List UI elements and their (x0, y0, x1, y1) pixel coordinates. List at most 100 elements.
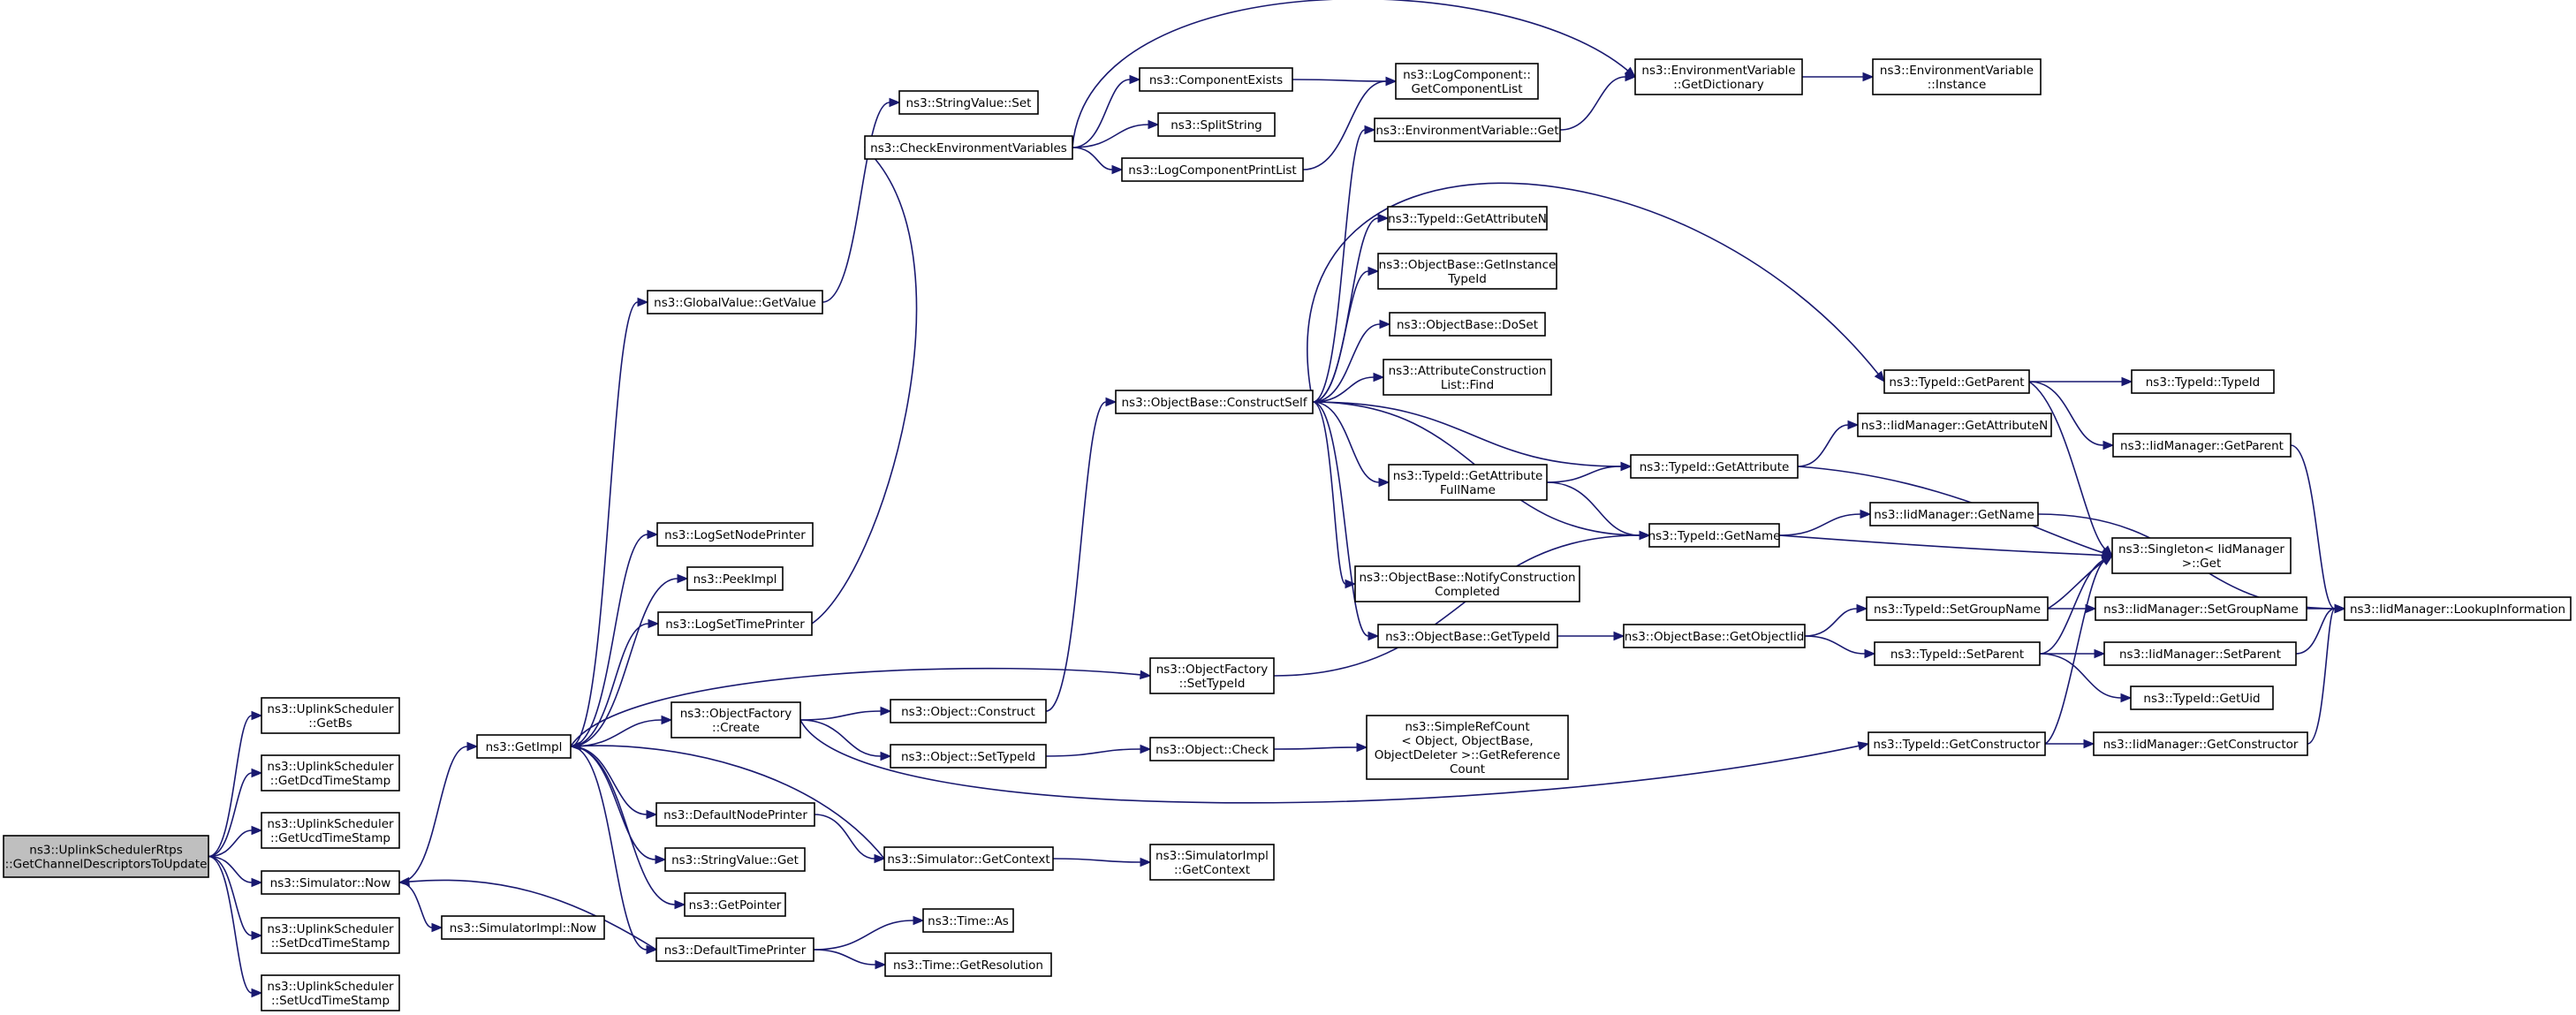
node-strvalget[interactable]: ns3::StringValue::Get (664, 847, 806, 872)
node-label: ns3::EnvironmentVariable (1880, 64, 2034, 78)
node-simimplctx[interactable]: ns3::SimulatorImpl::GetContext (1149, 844, 1275, 881)
node-obdoset[interactable]: ns3::ObjectBase::DoSet (1389, 312, 1546, 337)
node-iidlookup[interactable]: ns3::IidManager::LookupInformation (2344, 596, 2572, 621)
node-box (2344, 596, 2572, 621)
node-peekimpl[interactable]: ns3::PeekImpl (686, 566, 784, 591)
edge-root-to-getbs (208, 715, 253, 858)
node-logcompprint[interactable]: ns3::LogComponentPrintList (1121, 157, 1304, 182)
arrowhead-root-to-simnow (251, 877, 263, 888)
edge-getimpl-to-globalget (570, 301, 639, 747)
node-getpointer[interactable]: ns3::GetPointer (684, 892, 786, 917)
node-ofsettypeid[interactable]: ns3::ObjectFactory::SetTypeId (1149, 657, 1275, 694)
edge-deftimeprinter-to-timegetres (813, 949, 876, 966)
node-tidgetparent[interactable]: ns3::TypeId::GetParent (1883, 369, 2030, 394)
edge-objsettypeid-to-objcheck (1045, 748, 1141, 757)
node-iidgetattrn[interactable]: ns3::IidManager::GetAttributeN (1857, 413, 2052, 437)
node-envgetdict[interactable]: ns3::EnvironmentVariable::GetDictionary (1634, 58, 1803, 95)
arrowhead-objcheck-to-simplerefcount (1356, 742, 1368, 753)
node-logcomplist[interactable]: ns3::LogComponent::GetComponentList (1395, 63, 1539, 100)
node-tidgetctor[interactable]: ns3::TypeId::GetConstructor (1868, 731, 2046, 756)
node-label: ns3::ObjectBase::GetTypeId (1385, 630, 1550, 644)
node-iidgetparent[interactable]: ns3::IidManager::GetParent (2112, 433, 2292, 458)
edge-logcompprint-to-logcomplist (1302, 80, 1387, 170)
node-root[interactable]: ns3::UplinkSchedulerRtps::GetChannelDesc… (3, 835, 209, 878)
node-box (1121, 157, 1304, 182)
node-envinstance[interactable]: ns3::EnvironmentVariable::Instance (1872, 58, 2042, 95)
node-objcheck[interactable]: ns3::Object::Check (1149, 737, 1275, 761)
node-objsettypeid[interactable]: ns3::Object::SetTypeId (890, 744, 1047, 769)
node-tidsetparent[interactable]: ns3::TypeId::SetParent (1874, 641, 2041, 666)
node-label: ns3::TypeId::SetParent (1890, 648, 2024, 662)
node-envget[interactable]: ns3::EnvironmentVariable::Get (1374, 117, 1561, 142)
node-getucdts[interactable]: ns3::UplinkScheduler::GetUcdTimeStamp (261, 812, 400, 849)
node-iidsetgroup[interactable]: ns3::IidManager::SetGroupName (2095, 596, 2307, 621)
node-setucdts[interactable]: ns3::UplinkScheduler::SetUcdTimeStamp (261, 974, 400, 1011)
arrowhead-obgettypeid-to-obgetobjectiid (1613, 631, 1625, 641)
node-simnow[interactable]: ns3::Simulator::Now (261, 870, 400, 895)
node-label: ns3::GlobalValue::GetValue (654, 296, 816, 310)
node-ofcreate[interactable]: ns3::ObjectFactory::Create (671, 701, 801, 739)
node-simplerefcount[interactable]: ns3::SimpleRefCount< Object, ObjectBase,… (1366, 715, 1569, 780)
node-tidgetname[interactable]: ns3::TypeId::GetName (1648, 523, 1781, 548)
node-box (655, 802, 815, 827)
node-tidgetattrn[interactable]: ns3::TypeId::GetAttributeN (1387, 206, 1548, 231)
edge-tidgetparent-to-iidgetparent (2028, 381, 2104, 446)
node-box (647, 290, 823, 314)
node-box (671, 701, 801, 739)
node-obnotify[interactable]: ns3::ObjectBase::NotifyConstructionCompl… (1354, 565, 1580, 602)
node-obconstructself[interactable]: ns3::ObjectBase::ConstructSelf (1115, 390, 1314, 414)
node-deftimeprinter[interactable]: ns3::DefaultTimePrinter (655, 937, 814, 962)
node-tidgetattr[interactable]: ns3::TypeId::GetAttribute (1630, 454, 1799, 479)
node-tidsetgroup[interactable]: ns3::TypeId::SetGroupName (1866, 596, 2049, 621)
node-defnodeprinter[interactable]: ns3::DefaultNodePrinter (655, 802, 815, 827)
node-compexists[interactable]: ns3::ComponentExists (1139, 67, 1293, 92)
arrowhead-getimpl-to-globalget (637, 297, 649, 307)
node-obgettypeid[interactable]: ns3::ObjectBase::GetTypeId (1377, 624, 1558, 648)
node-box (864, 135, 1073, 160)
edge-tidgetattrfull-to-tidgetname (1546, 481, 1640, 536)
node-tidtypeid[interactable]: ns3::TypeId::TypeId (2131, 369, 2275, 394)
node-logsetnode[interactable]: ns3::LogSetNodePrinter (656, 522, 814, 547)
node-label: ns3::LogComponentPrintList (1128, 163, 1296, 178)
node-timeas[interactable]: ns3::Time::As (922, 908, 1014, 933)
node-strvalset[interactable]: ns3::StringValue::Set (898, 90, 1039, 115)
node-setdcdts[interactable]: ns3::UplinkScheduler::SetDcdTimeStamp (261, 917, 400, 954)
node-label: ::Instance (1928, 78, 1987, 92)
arrowhead-objsettypeid-to-objcheck (1140, 744, 1152, 754)
node-getdcdts[interactable]: ns3::UplinkScheduler::GetDcdTimeStamp (261, 754, 400, 792)
node-getimpl[interactable]: ns3::GetImpl (476, 734, 572, 759)
node-box (884, 952, 1052, 977)
node-box (1387, 206, 1548, 231)
node-globalget[interactable]: ns3::GlobalValue::GetValue (647, 290, 823, 314)
arrowhead-obconstructself-to-tidgetattrn (1377, 213, 1390, 223)
node-singletonget[interactable]: ns3::Singleton< IidManager>::Get (2111, 537, 2292, 574)
node-iidsetparent[interactable]: ns3::IidManager::SetParent (2103, 641, 2297, 666)
node-splitstring[interactable]: ns3::SplitString (1157, 112, 1276, 137)
edge-ofcreate-to-tidgetctor (799, 719, 1860, 804)
node-box (1115, 390, 1314, 414)
node-label: ns3::IidManager::SetGroupName (2103, 602, 2299, 617)
node-getbs[interactable]: ns3::UplinkScheduler::GetBs (261, 697, 400, 734)
nodes-layer: ns3::UplinkSchedulerRtps::GetChannelDesc… (3, 58, 2572, 1011)
node-simgetctx[interactable]: ns3::Simulator::GetContext (883, 846, 1054, 871)
node-timegetres[interactable]: ns3::Time::GetResolution (884, 952, 1052, 977)
node-objconstruct[interactable]: ns3::Object::Construct (890, 699, 1047, 723)
node-box (2093, 731, 2308, 756)
node-obgetobjectiid[interactable]: ns3::ObjectBase::GetObjectIid (1623, 624, 1806, 648)
node-checkenv[interactable]: ns3::CheckEnvironmentVariables (864, 135, 1073, 160)
node-iidgetctor[interactable]: ns3::IidManager::GetConstructor (2093, 731, 2308, 756)
arrowhead-getimpl-to-getpointer (674, 899, 686, 910)
node-iidgetname[interactable]: ns3::IidManager::GetName (1869, 502, 2039, 526)
edge-obgetobjectiid-to-tidsetgroup (1804, 608, 1858, 637)
node-label: ns3::DefaultTimePrinter (664, 943, 807, 958)
arrowhead-defnodeprinter-to-simgetctx (874, 853, 886, 864)
node-label: ::SetTypeId (1179, 677, 1246, 691)
node-logsettime[interactable]: ns3::LogSetTimePrinter (657, 611, 813, 636)
node-tidgetuid[interactable]: ns3::TypeId::GetUid (2130, 686, 2274, 710)
edge-obconstructself-to-attrconsfind (1312, 376, 1375, 403)
node-box (1623, 624, 1806, 648)
node-simimplnow[interactable]: ns3::SimulatorImpl::Now (441, 915, 605, 940)
